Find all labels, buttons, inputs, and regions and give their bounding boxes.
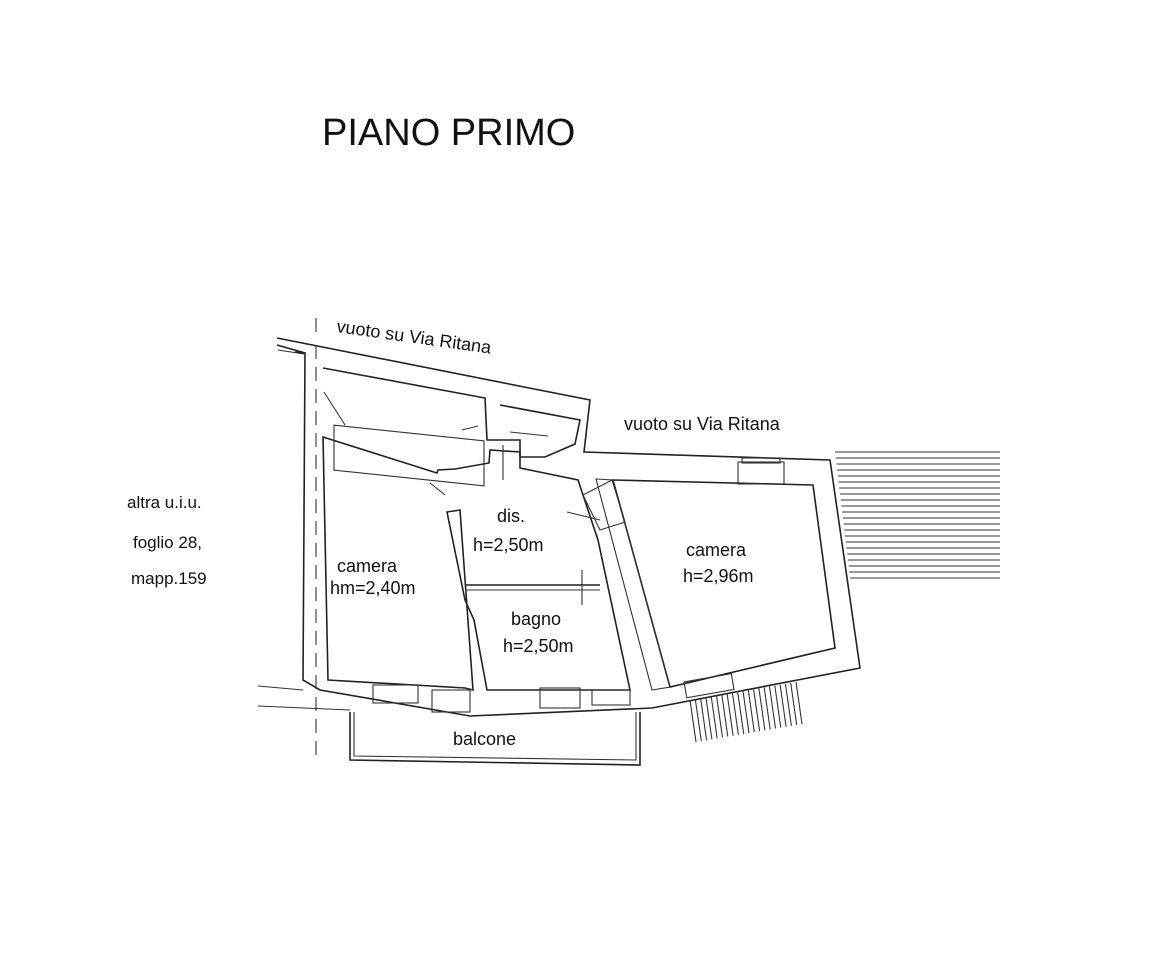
room-height: h=2,96m (683, 566, 754, 586)
room-height: hm=2,40m (330, 578, 416, 598)
stair-tread (795, 681, 803, 725)
side-note-line: foglio 28, (133, 533, 202, 552)
stair-tread (768, 686, 777, 729)
room-height: h=2,50m (503, 636, 574, 656)
side-note-line: mapp.159 (131, 569, 207, 588)
street-label-top-left: vuoto su Via Ritana (335, 316, 493, 358)
stair-tread (747, 690, 755, 733)
room-name: dis. (497, 506, 525, 526)
stair-tread (694, 699, 702, 742)
stair-tread (790, 682, 798, 725)
room-name: bagno (511, 609, 561, 629)
staircase (323, 391, 485, 487)
room-name: camera (686, 540, 747, 560)
stair-tread (731, 692, 739, 735)
stair-tread (737, 691, 745, 734)
external-staircase-right (835, 451, 1000, 579)
plan-title: PIANO PRIMO (322, 112, 575, 154)
external-steps-bottom (689, 681, 803, 743)
stair-tread (779, 684, 787, 727)
stair-tread (705, 697, 713, 740)
stair-tread (689, 699, 697, 743)
stair-tread (721, 694, 729, 737)
stair-tread (758, 688, 766, 731)
room-labels: camera hm=2,40m dis. h=2,50m bagno h=2,5… (330, 506, 754, 749)
stair-tread (774, 685, 782, 728)
walls (257, 318, 861, 760)
stair-tread (710, 696, 718, 739)
street-label-top-right: vuoto su Via Ritana (624, 414, 781, 434)
stair-tread (763, 687, 771, 730)
stair-tread (700, 698, 708, 741)
side-note-line: altra u.i.u. (127, 493, 202, 512)
room-height: h=2,50m (473, 535, 544, 555)
stair-tread (742, 690, 750, 734)
stair-tread (715, 695, 724, 738)
room-name: camera (337, 556, 398, 576)
stair-tread (784, 683, 792, 726)
stair-tread (753, 689, 761, 732)
balcony (349, 712, 641, 766)
balcony-label: balcone (453, 729, 516, 749)
side-note: altra u.i.u. foglio 28, mapp.159 (127, 493, 207, 588)
stair-tread (726, 693, 734, 736)
